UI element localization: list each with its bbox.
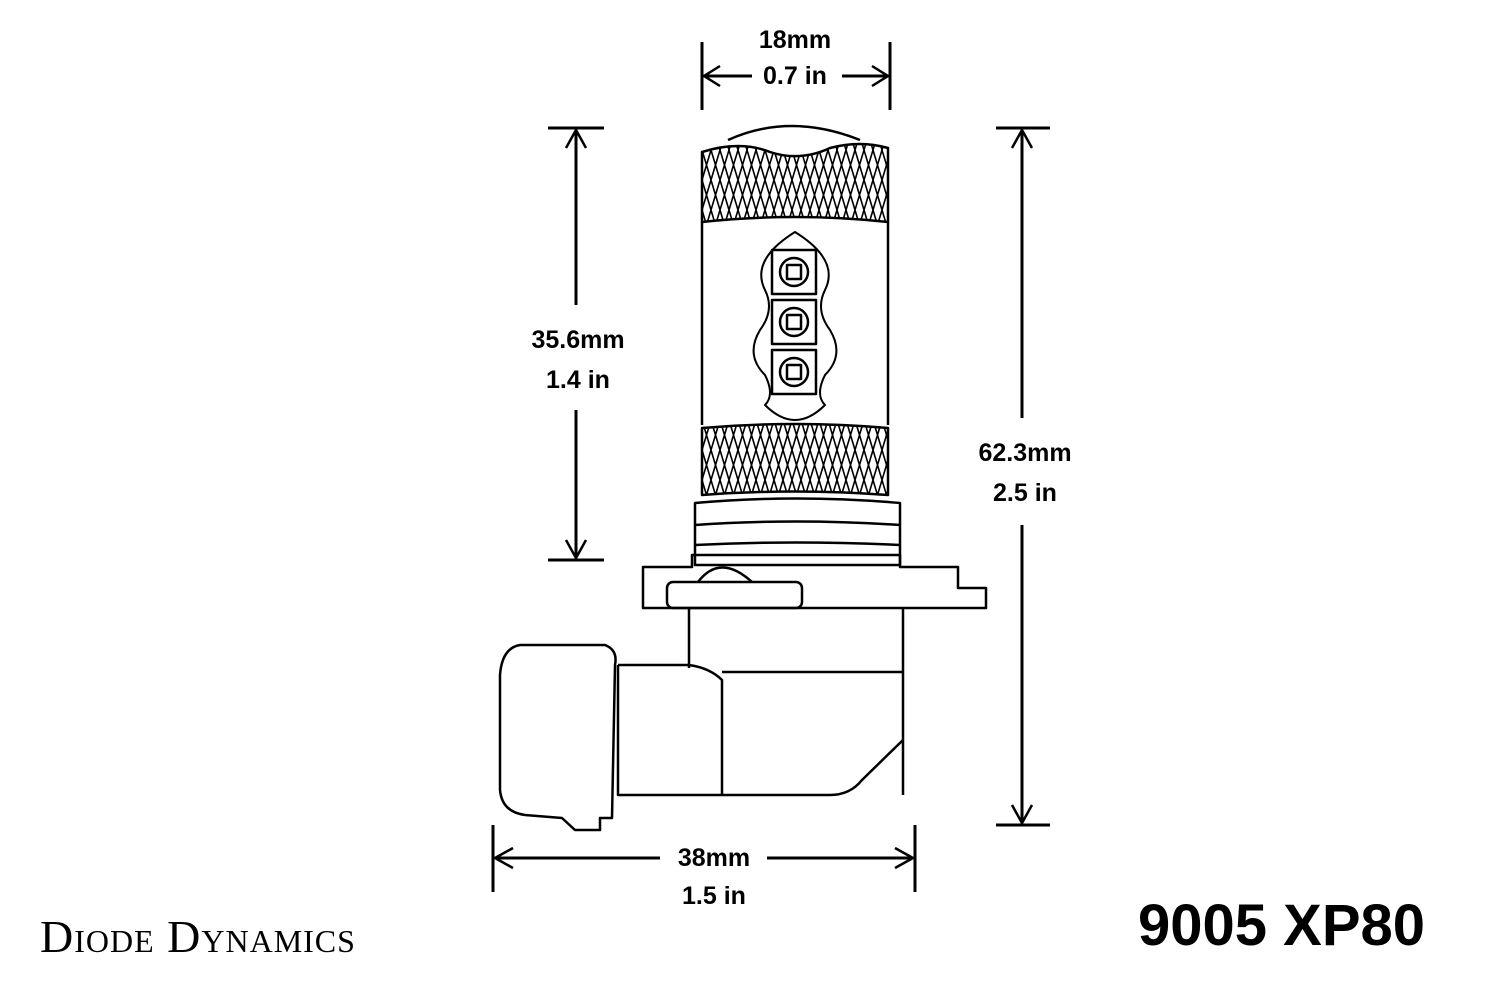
lower-knurl-band — [700, 422, 890, 497]
top-width-mm: 18mm — [758, 26, 832, 54]
top-width-in: 0.7 in — [763, 62, 827, 90]
brand-logo: Diode Dynamics — [40, 911, 356, 962]
base-width-in: 1.5 in — [682, 882, 746, 910]
dimension-total-height: 62.3mm 2.5 in — [955, 433, 1095, 513]
base-width-mm: 38mm — [677, 844, 751, 872]
flange — [641, 553, 988, 610]
led-chip-3 — [770, 348, 818, 396]
connector-plug — [498, 643, 617, 832]
connector — [616, 663, 904, 797]
led-chip-1 — [770, 248, 818, 296]
total-height-mm: 62.3mm — [978, 439, 1072, 467]
model-name: 9005 XP80 — [1138, 893, 1426, 958]
upper-knurl-band — [700, 142, 890, 224]
dimension-top-width: 18mm 0.7 in — [740, 20, 850, 96]
led-carrier — [752, 231, 838, 421]
head-height-in: 1.4 in — [546, 366, 610, 394]
total-height-in: 2.5 in — [993, 479, 1057, 507]
lens-dome — [727, 124, 861, 142]
neck — [687, 608, 905, 795]
head-height-mm: 35.6mm — [531, 326, 625, 354]
led-chip-2 — [770, 298, 818, 346]
dimension-base-width: 38mm 1.5 in — [655, 838, 773, 916]
collar — [693, 497, 902, 567]
dimension-head-height: 35.6mm 1.4 in — [508, 320, 648, 400]
